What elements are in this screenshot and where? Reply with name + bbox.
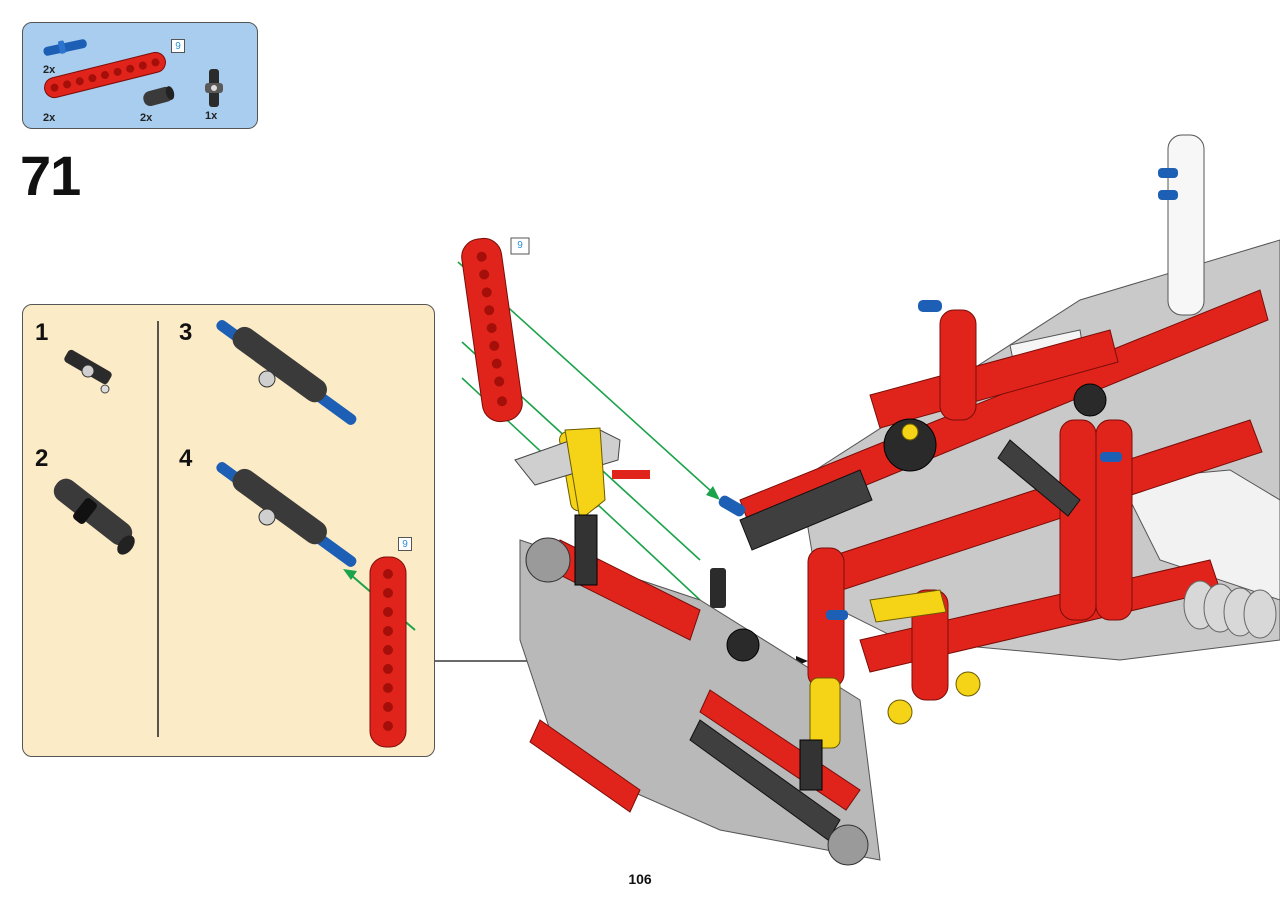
- red-technic-beam-icon: [44, 51, 166, 99]
- axle-assembly-step3-icon: [216, 320, 357, 425]
- blue-axle-pin-icon: [43, 39, 87, 56]
- sub-assembly-illustrations: [53, 320, 416, 748]
- pin-connector-icon: [53, 478, 135, 555]
- axle-connector-icon: [64, 349, 112, 394]
- quantity-label: 2x: [43, 64, 56, 76]
- beam-length-badge-frame: [510, 237, 530, 255]
- quantity-label: 2x: [140, 112, 153, 124]
- page-number: 106: [628, 871, 652, 887]
- quantity-label: 1x: [205, 110, 218, 122]
- beam-length-badge: 9: [517, 240, 523, 251]
- loose-red-beam-icon: [461, 237, 523, 423]
- chassis-model: [514, 134, 1280, 866]
- parts-list-illustrations: [43, 39, 223, 107]
- dark-gray-pin-connector-icon: [143, 86, 175, 107]
- substep-number: 2: [35, 445, 49, 472]
- step-number: 71: [20, 144, 81, 207]
- parts-list-box: 2x 2x 9 2x 1x: [22, 22, 258, 129]
- axle-assembly-step4-icon: [216, 462, 357, 567]
- sub-assembly-box: 1 2 3 4 9: [22, 304, 435, 757]
- suspension-arm-icon: [514, 427, 650, 521]
- substep-number: 1: [35, 319, 49, 346]
- black-axle-connector-icon: [205, 69, 223, 107]
- substep-number: 3: [179, 319, 193, 346]
- red-technic-beam-icon: [369, 556, 407, 748]
- substep-number: 4: [179, 445, 193, 472]
- beam-length-badge: 9: [171, 39, 185, 53]
- beam-length-badge: 9: [398, 537, 412, 551]
- quantity-label: 2x: [43, 112, 56, 124]
